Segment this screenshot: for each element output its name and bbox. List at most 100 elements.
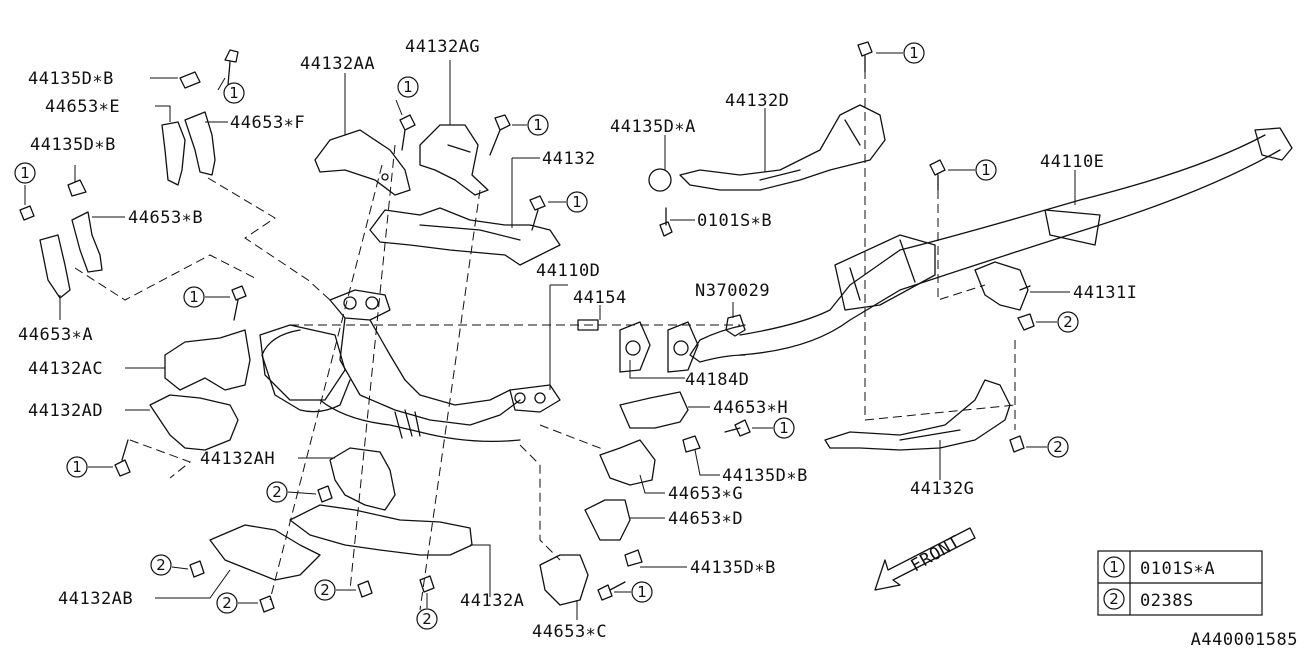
heat-shield-44132D[interactable]: [679, 104, 886, 191]
heat-shield-44132AG[interactable]: [419, 124, 489, 196]
bolts: [19, 41, 1035, 613]
legend-part-1: 0101S∗A: [1140, 559, 1215, 579]
svg-text:1: 1: [403, 78, 413, 96]
callout-1: 1: [66, 456, 113, 478]
callout-2: 2: [314, 579, 356, 601]
part-labels: 44135D∗B 44653∗E 44135D∗B 44653∗F 44132A…: [18, 37, 1137, 642]
leader-lines: [59, 60, 1076, 620]
label-44653-E: 44653∗E: [45, 97, 120, 117]
svg-text:1: 1: [779, 419, 789, 437]
label-44653-C: 44653∗C: [532, 622, 607, 642]
label-44135D-B-bottom: 44135D∗B: [690, 558, 776, 578]
svg-text:1: 1: [572, 193, 582, 211]
cover-44653-C[interactable]: [539, 554, 589, 606]
cover-44653-H[interactable]: [619, 391, 689, 429]
label-44132AH: 44132AH: [200, 449, 275, 469]
stud-44154[interactable]: [577, 319, 599, 331]
label-44132D: 44132D: [725, 91, 789, 111]
svg-text:2: 2: [1053, 438, 1063, 456]
callout-1: 1: [614, 581, 653, 603]
heat-shield-44132AA[interactable]: [314, 129, 411, 196]
label-44132AG: 44132AG: [405, 37, 480, 57]
label-44110E: 44110E: [1040, 152, 1104, 172]
svg-text:1: 1: [20, 164, 30, 182]
callout-1: 1: [512, 114, 549, 136]
heat-shield-44132AB[interactable]: [209, 524, 321, 581]
cover-44653-E[interactable]: [161, 121, 186, 186]
cover-44653-B[interactable]: [71, 211, 103, 273]
label-44132AB: 44132AB: [58, 589, 133, 609]
fastener-legend: 1 0101S∗A 2 0238S: [1097, 550, 1263, 616]
cover-44653-A[interactable]: [39, 234, 71, 299]
heat-shield-44132AH[interactable]: [329, 447, 396, 511]
callout-circles: 1 1 1 1 1 1 1 1 1 1 1 2 2 2 2 2 2 2: [14, 42, 1079, 630]
label-44132AD: 44132AD: [28, 401, 103, 421]
label-44132: 44132: [542, 149, 596, 169]
heat-shield-44132G[interactable]: [824, 379, 1011, 451]
svg-text:1: 1: [909, 44, 919, 62]
label-44653-D: 44653∗D: [668, 509, 743, 529]
label-44135D-B-mid: 44135D∗B: [722, 466, 808, 486]
label-44653-A: 44653∗A: [18, 325, 93, 345]
diagram-id: A440001585: [1191, 630, 1298, 650]
label-44132G: 44132G: [910, 479, 974, 499]
svg-text:1: 1: [72, 458, 82, 476]
heat-shield-44132AC[interactable]: [164, 329, 251, 391]
label-44131I: 44131I: [1073, 283, 1137, 303]
gasket-44184D[interactable]: [619, 321, 699, 373]
label-44154: 44154: [573, 288, 627, 308]
cover-44653-D[interactable]: [584, 499, 631, 541]
svg-text:1: 1: [189, 288, 199, 306]
callout-1: 1: [395, 76, 419, 116]
label-44135D-B-top: 44135D∗B: [28, 69, 114, 89]
callout-2: 2: [150, 554, 189, 576]
svg-text:2: 2: [272, 483, 282, 501]
callout-2: 2: [266, 481, 317, 503]
callout-1: 1: [948, 159, 997, 181]
callout-1: 1: [183, 286, 230, 308]
svg-text:2: 2: [320, 581, 330, 599]
callout-2: 2: [1036, 311, 1079, 333]
heat-shield-44131I[interactable]: [974, 261, 1029, 311]
exhaust-pipe-44110E[interactable]: [689, 127, 1293, 363]
svg-text:1: 1: [637, 583, 647, 601]
clamp-44135D-A[interactable]: [648, 168, 672, 192]
svg-text:1: 1: [981, 161, 991, 179]
label-44653-F: 44653∗F: [230, 113, 305, 133]
cover-44653-F[interactable]: [184, 111, 216, 176]
reference-lines: [74, 70, 1016, 611]
svg-text:2: 2: [1063, 313, 1073, 331]
callout-2: 2: [1026, 436, 1069, 458]
callout-2: 2: [216, 592, 258, 614]
callout-1: 1: [752, 417, 795, 439]
legend-part-2: 0238S: [1140, 591, 1194, 611]
label-44132A: 44132A: [460, 591, 524, 611]
heat-shield-44132A[interactable]: [289, 504, 473, 556]
callout-1: 1: [548, 191, 588, 213]
label-44132AA: 44132AA: [300, 54, 375, 74]
label-44110D: 44110D: [536, 261, 600, 281]
heat-shield-44132AD[interactable]: [149, 394, 239, 451]
front-pipe-44110D[interactable]: [259, 289, 561, 443]
callout-1: 1: [876, 42, 925, 64]
svg-text:2: 2: [222, 594, 232, 612]
label-44135D-B-left: 44135D∗B: [30, 135, 116, 155]
front-label: FRONT: [908, 532, 964, 576]
label-0101S-B: 0101S∗B: [697, 211, 772, 231]
legend-key-2: 2: [1109, 590, 1119, 608]
label-44184D: 44184D: [685, 370, 749, 390]
callout-1: 1: [217, 77, 245, 104]
nut-N370029[interactable]: [725, 314, 746, 337]
callout-1: 1: [14, 162, 36, 205]
heat-shield-44132[interactable]: [369, 207, 561, 266]
label-44653-B: 44653∗B: [128, 208, 203, 228]
svg-text:1: 1: [229, 84, 239, 102]
label-44135D-A: 44135D∗A: [610, 117, 696, 137]
label-44653-H: 44653∗H: [713, 398, 788, 418]
cover-44653-G[interactable]: [599, 439, 656, 486]
svg-text:2: 2: [156, 556, 166, 574]
front-arrow: FRONT: [874, 527, 976, 591]
label-44132AC: 44132AC: [28, 359, 103, 379]
